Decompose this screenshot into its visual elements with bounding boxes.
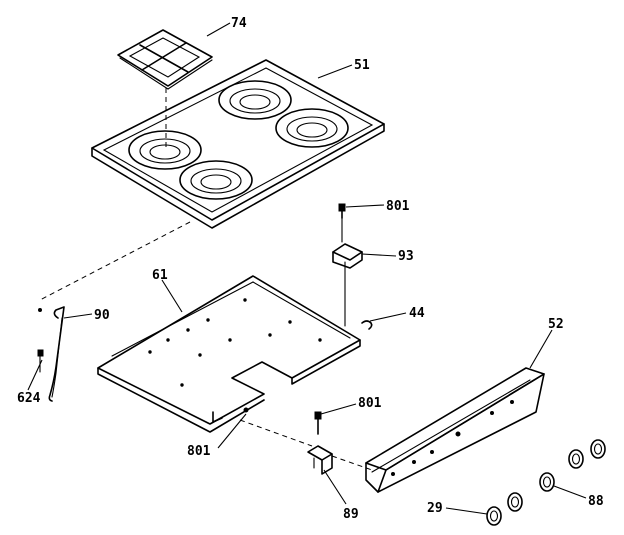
callout-grate: 74 — [231, 16, 247, 31]
callout-knob-left: 29 — [427, 501, 443, 516]
knob-icon-5 — [590, 439, 606, 459]
knob-icon-3 — [539, 472, 555, 492]
callout-fastener-left: 624 — [17, 391, 41, 406]
callout-bracket-low: 89 — [343, 507, 359, 522]
callout-cooktop: 51 — [354, 58, 370, 73]
cooktop-part — [91, 59, 385, 229]
control-panel-holes — [391, 400, 514, 476]
bracket-low-part — [307, 445, 333, 475]
callout-bracket: 93 — [398, 249, 414, 264]
fastener-left-part — [37, 349, 44, 373]
burner-rear-left — [128, 130, 202, 170]
callout-knob-right: 88 — [588, 494, 604, 509]
bracket-part — [332, 243, 363, 269]
burner-rear-right — [218, 80, 292, 120]
callout-screw-low: 801 — [187, 444, 211, 459]
callout-screw-top: 801 — [386, 199, 410, 214]
clip-part — [361, 320, 373, 330]
callout-panel: 52 — [548, 317, 564, 332]
burner-box-holes — [148, 298, 322, 387]
grate-part — [117, 29, 213, 90]
callout-clip: 44 — [409, 306, 425, 321]
callout-screw-mid: 801 — [358, 396, 382, 411]
screw-top-part — [338, 203, 346, 219]
knob-icon-4 — [568, 449, 584, 469]
wire-part — [38, 306, 65, 402]
knob-icon-2 — [507, 492, 523, 512]
callout-wire: 90 — [94, 308, 110, 323]
burner-front-right — [275, 108, 349, 148]
burner-box-dashed-line — [239, 419, 313, 447]
knob-icon-1 — [486, 506, 502, 526]
burner-box-part — [97, 275, 361, 433]
callout-burner-box: 61 — [152, 268, 168, 283]
control-panel-part — [365, 367, 545, 493]
leader-lines — [27, 22, 587, 515]
bracket-dashed-line — [331, 455, 373, 471]
screw-mid-part — [314, 411, 322, 435]
burner-front-left — [179, 160, 253, 200]
cooktop-dashed-line — [39, 221, 191, 301]
